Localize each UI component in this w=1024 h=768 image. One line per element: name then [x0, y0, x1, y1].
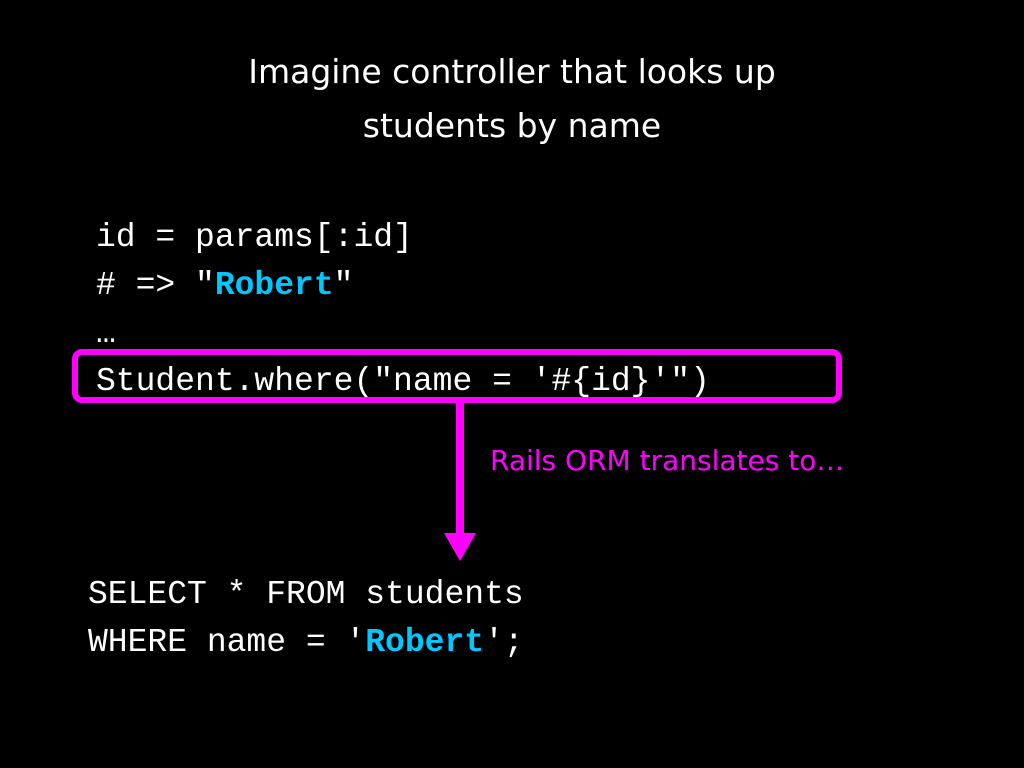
slide-title-line-2: students by name: [362, 106, 662, 145]
code-text: ": [333, 267, 354, 304]
code-line-where: Student.where("name = '#{id}'"): [96, 358, 710, 406]
code-line-comment: # => "Robert": [96, 262, 710, 310]
code-text: WHERE name = ': [88, 624, 366, 661]
code-text: id = params[:id]: [96, 219, 413, 256]
down-arrow-icon: [444, 403, 476, 561]
highlighted-value: Robert: [365, 624, 485, 661]
arrow-shaft: [456, 403, 464, 535]
code-text: # => ": [96, 267, 215, 304]
arrow-head: [444, 533, 476, 561]
code-text: ';: [484, 624, 524, 661]
highlight-box: [72, 349, 842, 403]
orm-annotation: Rails ORM translates to…: [490, 444, 845, 477]
highlighted-value: Robert: [214, 267, 334, 304]
ruby-code-block: id = params[:id] # => "Robert" … Student.wh…: [96, 214, 710, 406]
code-text: …: [96, 315, 116, 352]
code-text: SELECT * FROM students: [88, 576, 524, 613]
code-text: Student.where("name = '#{id}'"): [96, 363, 710, 400]
sql-line-where: WHERE name = 'Robert';: [88, 619, 524, 667]
sql-line-select: SELECT * FROM students: [88, 571, 524, 619]
slide-title-line-1: Imagine controller that looks up: [248, 52, 776, 91]
code-line-ellipsis: …: [96, 310, 710, 358]
code-line-params: id = params[:id]: [96, 214, 710, 262]
